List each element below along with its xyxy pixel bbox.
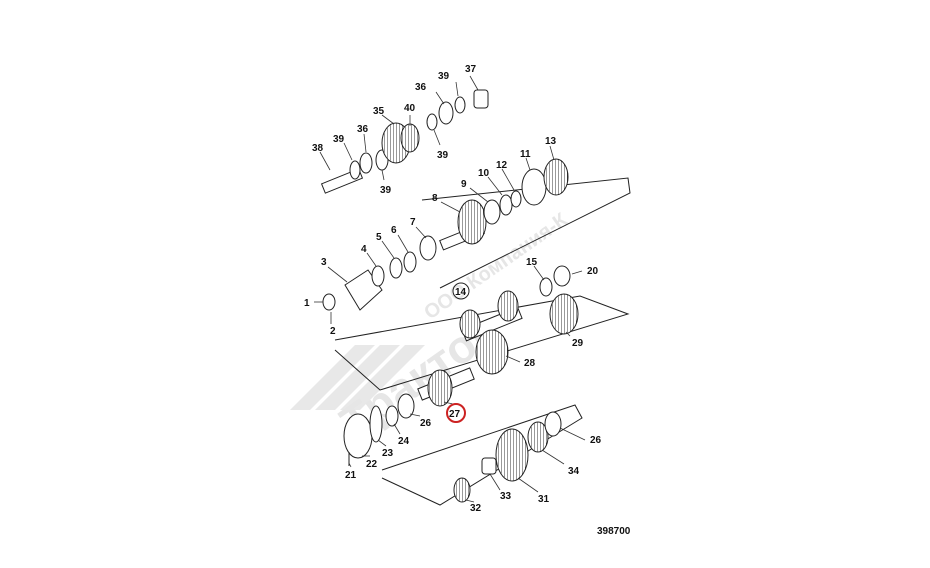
label-39-d: 39: [438, 71, 450, 82]
label-1: 1: [304, 298, 310, 309]
gear-14b: [497, 290, 519, 322]
ring-12: [510, 190, 522, 208]
label-35: 35: [373, 106, 385, 117]
label-14: 14: [455, 287, 467, 298]
ring-15: [539, 277, 553, 297]
label-21: 21: [345, 470, 357, 481]
sleeve-37: [473, 89, 489, 109]
part-labels: 1 2 3 4 5 6 7 8 9 10 11 12 13 14 15 20 2…: [304, 64, 602, 514]
ring-39c: [426, 113, 438, 131]
ring-6: [403, 251, 417, 273]
gear-29: [549, 293, 579, 335]
label-15: 15: [526, 257, 538, 268]
label-34: 34: [568, 466, 580, 477]
label-23: 23: [382, 448, 394, 459]
label-33: 33: [500, 491, 512, 502]
gear-31: [495, 428, 529, 482]
middle-shaft-cluster: [459, 265, 579, 375]
ring-39d: [454, 96, 466, 114]
label-6: 6: [391, 225, 397, 236]
bearing-36b: [438, 101, 454, 125]
label-26-upper: 26: [420, 418, 432, 429]
sleeve-33: [481, 457, 497, 475]
bottom-cluster: [453, 411, 562, 503]
lower-middle-cluster: [343, 367, 475, 466]
synchro-11: [521, 168, 547, 206]
label-36-right: 36: [415, 82, 427, 93]
ring-20: [553, 265, 571, 287]
label-32: 32: [470, 503, 482, 514]
watermark-company: ООО Компания-К: [420, 209, 572, 325]
label-5: 5: [376, 232, 382, 243]
ring-9: [483, 199, 501, 225]
label-37: 37: [465, 64, 477, 75]
label-22: 22: [366, 459, 378, 470]
gear-14a: [459, 309, 481, 339]
label-38: 38: [312, 143, 324, 154]
gear-27: [427, 369, 453, 407]
highlight-circle-27: [446, 403, 466, 423]
ring-39: [349, 160, 361, 180]
label-2: 2: [330, 326, 336, 337]
label-8: 8: [432, 193, 438, 204]
top-gear-cluster: [320, 89, 489, 194]
seal-4: [371, 265, 385, 287]
label-39-c: 39: [437, 150, 449, 161]
bearing-7: [419, 235, 437, 261]
label-27: 27: [449, 409, 461, 420]
label-31: 31: [538, 494, 550, 505]
jcb-chevron-logo: [290, 345, 425, 410]
bearing-36: [359, 152, 373, 174]
leader-lines: [314, 75, 586, 503]
label-28: 28: [524, 358, 536, 369]
gear-40: [400, 123, 420, 153]
label-11: 11: [520, 149, 531, 160]
callout-circle-14: [452, 282, 470, 300]
label-39-b: 39: [380, 185, 392, 196]
nut-1: [322, 293, 336, 311]
ring-5: [389, 257, 403, 279]
bearing-26b: [544, 411, 562, 437]
label-40: 40: [404, 103, 416, 114]
drawing-number: 398700: [597, 526, 631, 537]
label-7: 7: [410, 217, 416, 228]
label-4: 4: [361, 244, 367, 255]
label-36-left: 36: [357, 124, 369, 135]
label-10: 10: [478, 168, 490, 179]
label-39-a: 39: [333, 134, 345, 145]
gasket-23: [369, 405, 383, 443]
label-13: 13: [545, 136, 557, 147]
ring-24: [385, 405, 399, 427]
ring-10: [499, 194, 513, 216]
gear-34: [527, 421, 549, 453]
label-12: 12: [496, 160, 508, 171]
label-26-lower: 26: [590, 435, 602, 446]
label-29: 29: [572, 338, 584, 349]
gear-28: [475, 329, 509, 375]
label-24: 24: [398, 436, 410, 447]
label-9: 9: [461, 179, 467, 190]
bearing-32: [453, 477, 471, 503]
gear-8: [457, 199, 487, 245]
label-3: 3: [321, 257, 327, 268]
cover-22: [343, 413, 373, 459]
bearing-26: [397, 393, 415, 419]
upper-shaft-cluster: [322, 158, 569, 311]
gear-13: [543, 158, 569, 196]
label-20: 20: [587, 266, 599, 277]
frame-lower: [381, 404, 583, 506]
